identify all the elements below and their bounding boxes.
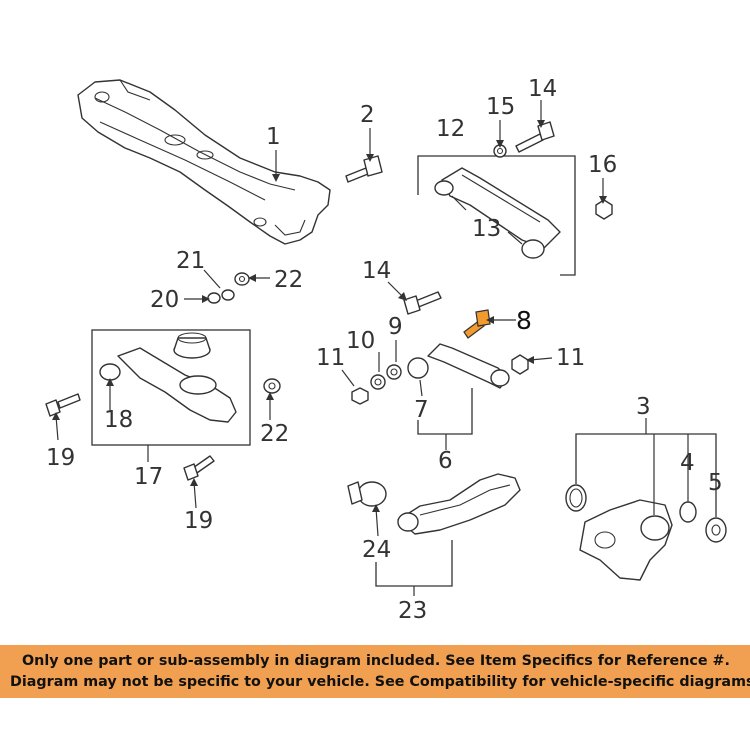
lower-arm-group xyxy=(91,329,251,446)
bolt-14-top xyxy=(515,121,555,153)
callout-23: 23 xyxy=(398,598,427,624)
callout-11-right: 11 xyxy=(556,345,585,371)
callout-9: 9 xyxy=(388,314,403,340)
nut-11-right xyxy=(511,354,529,375)
disclaimer-line-2: Diagram may not be specific to your vehi… xyxy=(10,674,750,690)
bracket-6 xyxy=(417,388,473,435)
nut-11-left xyxy=(351,387,369,405)
callout-12: 12 xyxy=(436,116,465,142)
nut-16 xyxy=(595,199,613,220)
callout-1: 1 xyxy=(266,124,281,150)
washer-10 xyxy=(370,374,386,390)
callout-24: 24 xyxy=(362,537,391,563)
callout-14-top: 14 xyxy=(528,76,557,102)
callout-21: 21 xyxy=(176,248,205,274)
bolt-14-mid xyxy=(403,291,442,315)
washer-set-20-21 xyxy=(207,272,250,304)
washer-9 xyxy=(386,364,402,380)
toe-link-6 xyxy=(407,343,510,389)
callout-numbers: 1 2 12 15 14 16 13 21 22 20 14 8 9 10 11… xyxy=(46,76,723,624)
seal-3 xyxy=(565,484,587,512)
callout-7: 7 xyxy=(414,397,429,423)
parts-diagram: 1 2 12 15 14 16 13 21 22 20 14 8 9 10 11… xyxy=(45,76,727,624)
callout-16: 16 xyxy=(588,152,617,178)
bushing-5 xyxy=(705,517,727,543)
callout-10: 10 xyxy=(346,328,375,354)
bolt-8-highlighted xyxy=(463,309,491,339)
callout-14-mid: 14 xyxy=(362,258,391,284)
bolt-19-left xyxy=(45,393,81,417)
callout-19-bottom: 19 xyxy=(184,508,213,534)
callout-3: 3 xyxy=(636,394,651,420)
disclaimer-banner: Only one part or sub-assembly in diagram… xyxy=(0,645,750,698)
callout-6: 6 xyxy=(438,448,453,474)
bushing-4 xyxy=(679,501,697,523)
upper-arm-group xyxy=(417,155,576,276)
bolt-19-bottom xyxy=(183,455,215,481)
arrowheads xyxy=(52,120,607,512)
callout-22-bottom: 22 xyxy=(260,421,289,447)
callout-19-left: 19 xyxy=(46,445,75,471)
callout-20: 20 xyxy=(150,287,179,313)
callout-17: 17 xyxy=(134,464,163,490)
callout-13: 13 xyxy=(472,216,501,242)
crossmember xyxy=(77,79,331,245)
callout-11-left: 11 xyxy=(316,345,345,371)
callout-22-top: 22 xyxy=(274,267,303,293)
trailing-arm-23 xyxy=(397,473,521,535)
knuckle-3 xyxy=(579,499,673,581)
bushing-22-left xyxy=(263,378,281,394)
callout-2: 2 xyxy=(360,102,375,128)
disclaimer-line-1: Only one part or sub-assembly in diagram… xyxy=(22,653,730,669)
bolt-2 xyxy=(345,155,383,183)
callout-8: 8 xyxy=(516,306,532,335)
bushing-24 xyxy=(347,481,387,507)
callout-5: 5 xyxy=(708,470,723,496)
callout-18: 18 xyxy=(104,407,133,433)
callout-4: 4 xyxy=(680,450,695,476)
callout-15: 15 xyxy=(486,94,515,120)
